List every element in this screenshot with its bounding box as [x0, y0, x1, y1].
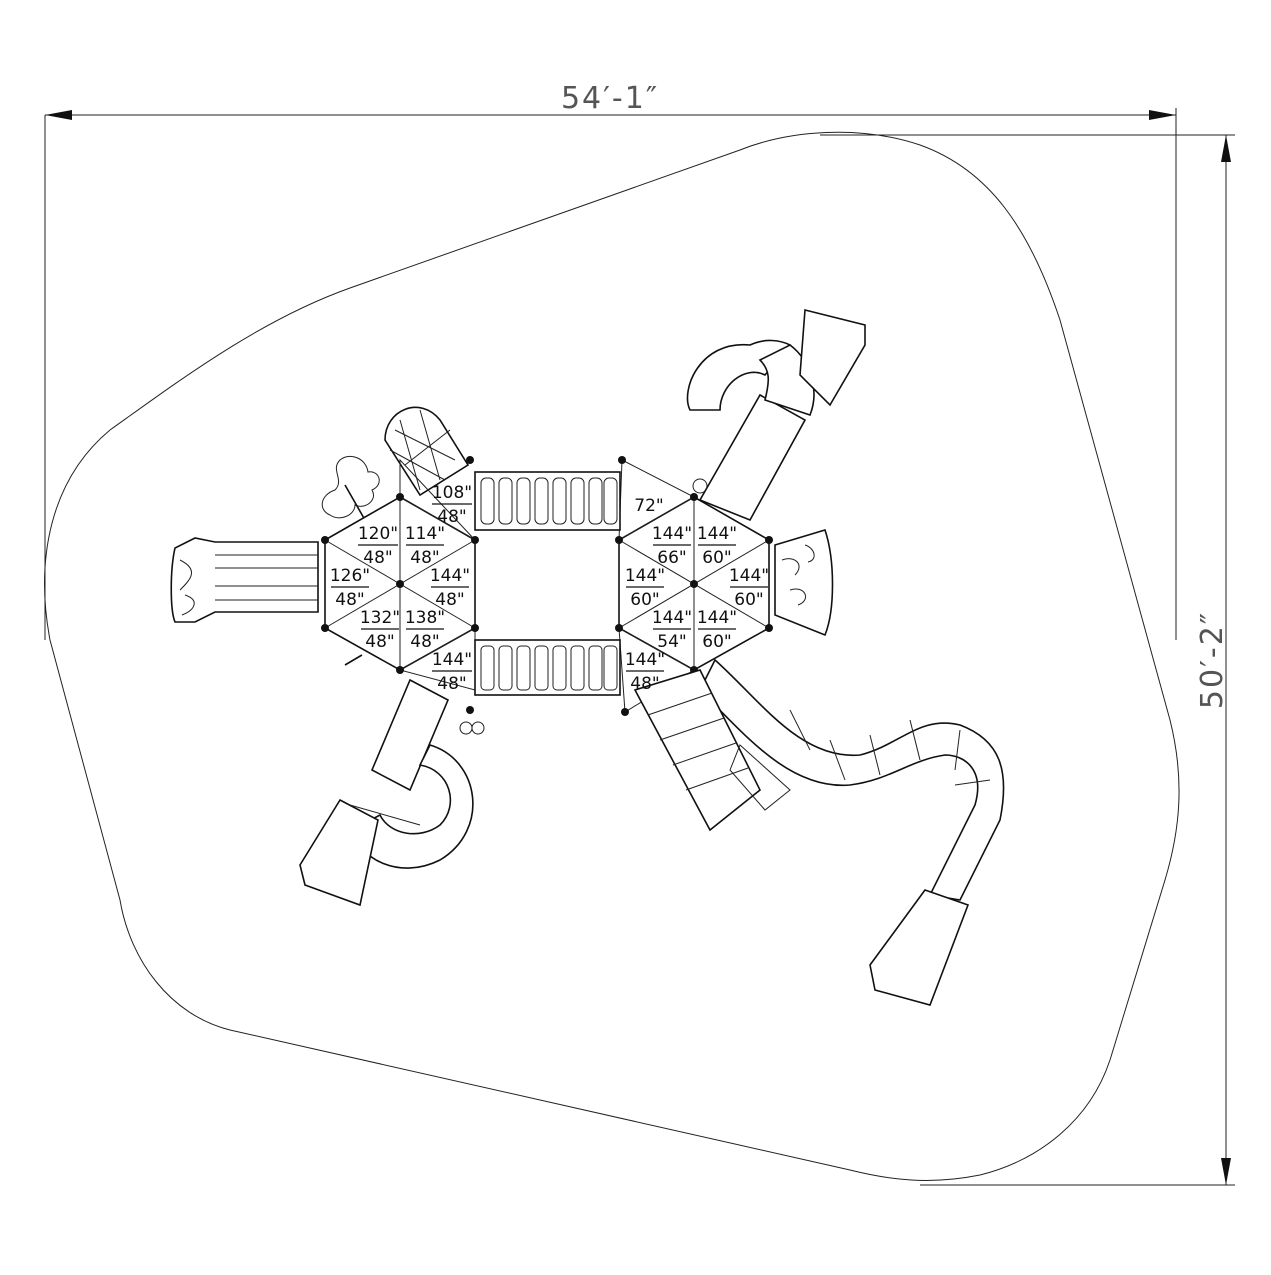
svg-text:126": 126"	[330, 566, 370, 586]
svg-text:144": 144"	[625, 566, 665, 586]
left-spiral-tube-slide	[299, 678, 474, 907]
width-dimension: 54′-1″	[44, 81, 1177, 640]
deck-label-r5: 144" 54"	[652, 608, 692, 652]
svg-text:48": 48"	[363, 548, 392, 568]
svg-text:60": 60"	[630, 590, 659, 610]
svg-text:144": 144"	[652, 608, 692, 628]
svg-text:144": 144"	[729, 566, 769, 586]
svg-text:66": 66"	[657, 548, 686, 568]
right-top-spiral-slide	[686, 308, 866, 522]
svg-text:144": 144"	[625, 650, 665, 670]
deck-label-l1: 120" 48"	[358, 524, 398, 568]
deck-label-l7: 144" 48"	[432, 650, 472, 694]
svg-text:60": 60"	[702, 632, 731, 652]
svg-text:48": 48"	[410, 548, 439, 568]
rock-climber	[774, 529, 834, 637]
svg-text:144": 144"	[697, 524, 737, 544]
use-zone-boundary	[44, 131, 1180, 1181]
step-ladder	[633, 669, 791, 832]
svg-text:48": 48"	[410, 632, 439, 652]
svg-text:60": 60"	[734, 590, 763, 610]
depth-dimension: 50′-2″	[820, 134, 1235, 1186]
svg-text:54": 54"	[657, 632, 686, 652]
svg-text:144": 144"	[652, 524, 692, 544]
lower-bridge	[474, 639, 621, 696]
upper-bridge	[474, 471, 621, 531]
tree-climber	[321, 456, 380, 521]
left-double-slide	[170, 537, 319, 623]
deck-label-l4: 144" 48"	[430, 566, 470, 610]
deck-label-l2: 114" 48"	[405, 524, 445, 568]
deck-label-r6: 144" 60"	[697, 608, 737, 652]
width-dimension-label: 54′-1″	[561, 81, 659, 116]
svg-text:144": 144"	[430, 566, 470, 586]
depth-dimension-label: 50′-2″	[1195, 611, 1230, 709]
deck-label-l0: 108" 48"	[432, 483, 472, 527]
deck-label-l6: 138" 48"	[405, 608, 445, 652]
deck-label-r3: 144" 60"	[625, 566, 665, 610]
deck-label-r7: 144" 48"	[625, 650, 665, 694]
deck-label-l3: 126" 48"	[330, 566, 370, 610]
svg-text:60": 60"	[702, 548, 731, 568]
net-climber	[384, 406, 470, 497]
svg-text:48": 48"	[335, 590, 364, 610]
left-tower	[321, 456, 479, 714]
svg-text:138": 138"	[405, 608, 445, 628]
deck-label-r2: 144" 60"	[697, 524, 737, 568]
svg-text:108": 108"	[432, 483, 472, 503]
svg-text:48": 48"	[435, 590, 464, 610]
deck-label-r4: 144" 60"	[729, 566, 769, 610]
svg-text:72": 72"	[634, 496, 663, 516]
svg-text:132": 132"	[360, 608, 400, 628]
svg-text:48": 48"	[630, 674, 659, 694]
svg-text:120": 120"	[358, 524, 398, 544]
svg-text:144": 144"	[697, 608, 737, 628]
deck-label-r1: 144" 66"	[652, 524, 692, 568]
deck-label-l5: 132" 48"	[360, 608, 400, 652]
accessory-symbols	[344, 654, 485, 735]
right-tower	[615, 456, 773, 716]
svg-text:114": 114"	[405, 524, 445, 544]
svg-text:48": 48"	[437, 507, 466, 527]
right-tower-labels: 72" 144" 66" 144" 60" 144" 60" 144" 60" …	[625, 496, 769, 694]
left-tower-labels: 108" 48" 120" 48" 114" 48" 126" 48" 144"…	[330, 483, 472, 694]
svg-text:48": 48"	[437, 674, 466, 694]
svg-text:144": 144"	[432, 650, 472, 670]
svg-text:48": 48"	[365, 632, 394, 652]
deck-label-r0: 72"	[634, 496, 663, 516]
right-curved-tube-slide	[699, 658, 1005, 1006]
